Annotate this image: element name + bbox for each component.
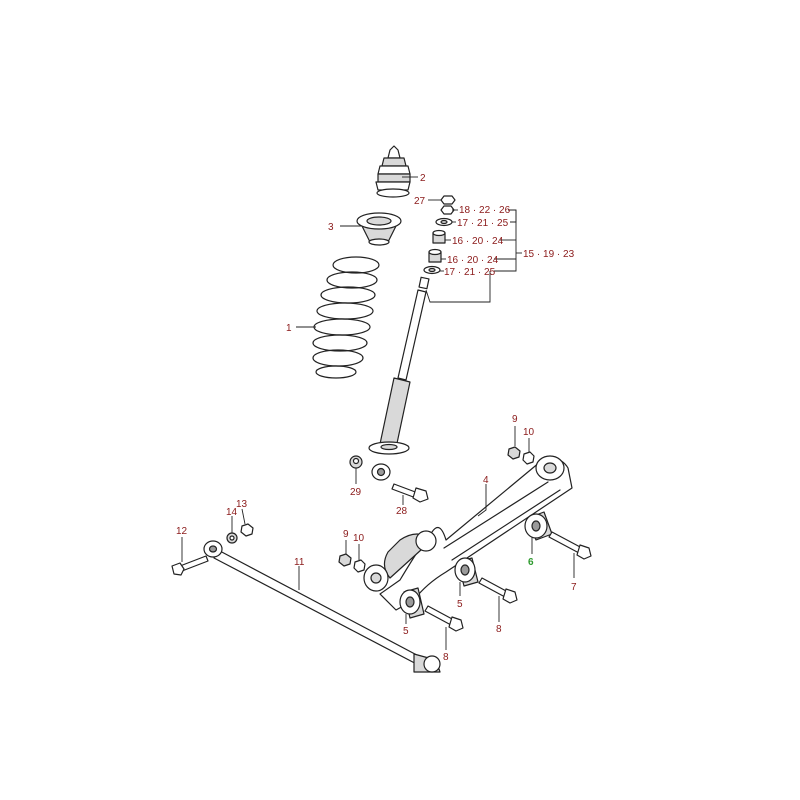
bump-stopper[interactable] xyxy=(375,145,411,198)
callout-6[interactable]: 6 xyxy=(528,557,534,568)
bolt-8-right[interactable] xyxy=(478,577,518,604)
washer-17-21-25-b[interactable] xyxy=(423,265,441,275)
bolt-8-left[interactable] xyxy=(424,605,464,632)
bushing-5-right[interactable] xyxy=(454,557,479,587)
callout-12[interactable]: 12 xyxy=(176,526,188,537)
callout-7[interactable]: 7 xyxy=(571,582,577,593)
bolt-12[interactable] xyxy=(171,555,209,576)
callout-10-right[interactable]: 10 xyxy=(523,427,535,438)
washer-17-21-25-a[interactable] xyxy=(435,217,453,227)
callout-10-left[interactable]: 10 xyxy=(353,533,365,544)
nut-13[interactable] xyxy=(240,523,254,537)
bolt-28[interactable] xyxy=(391,483,429,503)
callout-17-21-25-a[interactable]: 17 · 21 · 25 xyxy=(457,218,509,229)
nut-10-right[interactable] xyxy=(522,451,535,465)
bushing-16-20-24-b[interactable] xyxy=(428,248,442,263)
callout-18-22-26[interactable]: 18 · 22 · 26 xyxy=(459,205,511,216)
callout-17-21-25-b[interactable]: 17 · 21 · 25 xyxy=(444,267,496,278)
nut-14[interactable] xyxy=(226,532,238,544)
nut-9-right[interactable] xyxy=(507,446,521,460)
nut-29[interactable] xyxy=(349,455,363,469)
callout-13[interactable]: 13 xyxy=(236,499,248,510)
callout-29[interactable]: 29 xyxy=(350,487,362,498)
callout-3[interactable]: 3 xyxy=(328,222,334,233)
bushing-16-20-24-a[interactable] xyxy=(432,229,446,244)
callout-15-19-23[interactable]: 15 · 19 · 23 xyxy=(523,249,575,260)
callout-5-left[interactable]: 5 xyxy=(403,626,409,637)
callout-8-right[interactable]: 8 xyxy=(496,624,502,635)
bolt-7[interactable] xyxy=(548,531,592,560)
lateral-rod[interactable] xyxy=(203,540,441,673)
callout-14[interactable]: 14 xyxy=(226,507,238,518)
callout-labels: 2 3 1 27 18 · 22 · 26 17 · 21 · 25 16 · … xyxy=(176,173,577,663)
shock-absorber[interactable] xyxy=(368,276,430,481)
callout-5-right[interactable]: 5 xyxy=(457,599,463,610)
bushing-6[interactable] xyxy=(524,511,553,541)
callout-16-20-24-a[interactable]: 16 · 20 · 24 xyxy=(452,236,504,247)
callout-16-20-24-b[interactable]: 16 · 20 · 24 xyxy=(447,255,499,266)
coil-spring[interactable] xyxy=(312,256,380,379)
nut-27[interactable] xyxy=(440,195,456,205)
lower-arm[interactable] xyxy=(363,455,573,611)
callout-1[interactable]: 1 xyxy=(286,323,292,334)
spring-upper-seat[interactable] xyxy=(356,212,402,246)
callout-2[interactable]: 2 xyxy=(420,173,426,184)
nut-18-22-26[interactable] xyxy=(440,205,455,215)
callout-27[interactable]: 27 xyxy=(414,196,426,207)
callout-8-left[interactable]: 8 xyxy=(443,652,449,663)
callout-11[interactable]: 11 xyxy=(294,557,305,568)
bushing-5-left[interactable] xyxy=(399,587,425,619)
callout-9-left[interactable]: 9 xyxy=(343,529,349,540)
nut-9-left[interactable] xyxy=(338,553,352,567)
nut-10-left[interactable] xyxy=(353,559,366,573)
leader-lines xyxy=(181,176,575,650)
callout-9-right[interactable]: 9 xyxy=(512,414,518,425)
callout-28[interactable]: 28 xyxy=(396,506,408,517)
callout-4[interactable]: 4 xyxy=(483,475,489,486)
